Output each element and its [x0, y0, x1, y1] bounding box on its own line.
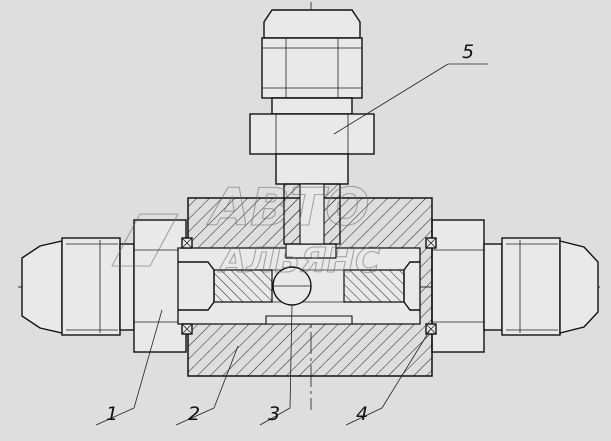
inner-insert: [213, 243, 405, 325]
o-rings: [181, 237, 437, 335]
callout-3: 3: [268, 403, 280, 425]
left-fitting: [21, 219, 187, 353]
callout-2: 2: [188, 403, 200, 425]
watermark: АВТО АЛЬЯНС: [111, 177, 381, 282]
callout-4: 4: [356, 403, 368, 425]
top-fitting: [249, 9, 375, 245]
watermark-line2: АЛЬЯНС: [217, 241, 380, 281]
leader-lines: [95, 63, 488, 426]
callout-5: 5: [462, 41, 474, 63]
watermark-line1: АВТО: [206, 178, 370, 238]
right-fitting: [431, 219, 599, 353]
callout-1: 1: [106, 403, 118, 425]
